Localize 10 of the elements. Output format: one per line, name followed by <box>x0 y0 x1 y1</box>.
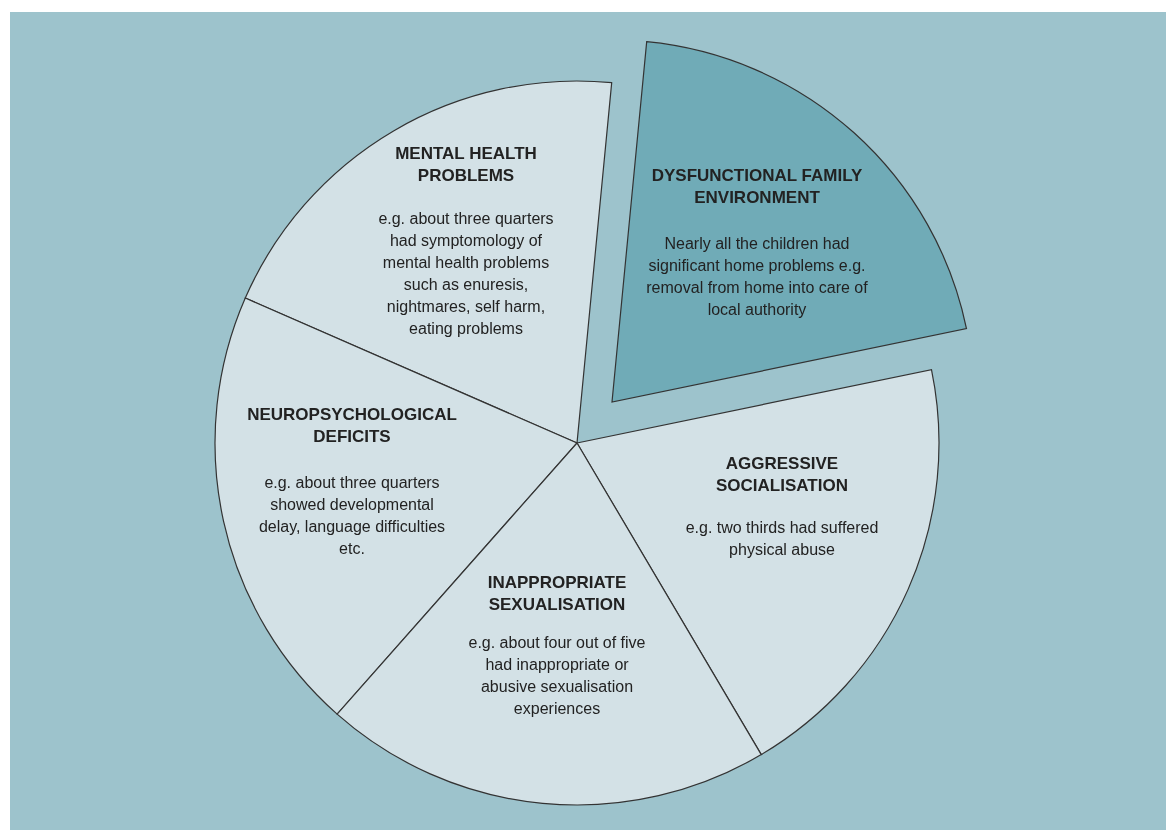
slice-heading: DYSFUNCTIONAL FAMILY ENVIRONMENT <box>650 165 864 209</box>
slice-description: Nearly all the children had significant home problems e.g. removal from home into care of local authority <box>645 234 869 320</box>
slice-description: e.g. two thirds had suffered physical abuse <box>684 518 880 560</box>
slice-heading: AGGRESSIVE SOCIALISATION <box>715 453 849 497</box>
slice-description: e.g. about four out of five had inappropriate or abusive sexualisation experiences <box>467 633 647 719</box>
slice-description: e.g. about three quarters had symptomology of mental health problems such as enuresis, nightmares, self harm, eating problems <box>377 209 555 339</box>
slice-heading: MENTAL HEALTH PROBLEMS <box>394 143 538 187</box>
slice-description: e.g. about three quarters showed developmental delay, language difficulties etc. <box>257 473 447 559</box>
slice-heading: NEUROPSYCHOLOGICAL DEFICITS <box>246 404 458 448</box>
slice-heading: INAPPROPRIATE SEXUALISATION <box>486 572 628 616</box>
